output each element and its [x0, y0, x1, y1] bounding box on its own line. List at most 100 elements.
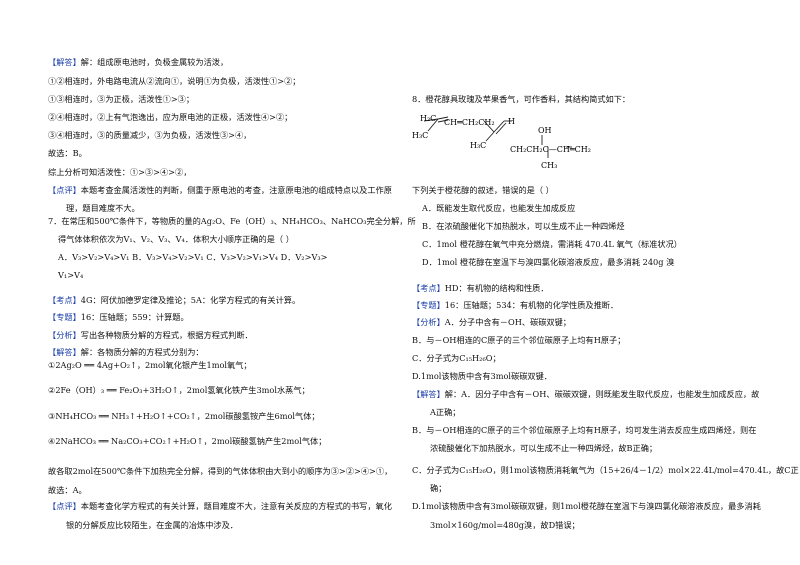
section-tag: 【考点】	[412, 283, 445, 293]
line-text: 本题考查金属活泼性的判断，侧重于原电池的考查，注意原电池的组成特点以及工作原	[80, 185, 392, 195]
left-line: 故选：A。	[48, 486, 87, 494]
right-line: 3mol×160g/mol=480g溴，故D错误；	[430, 521, 580, 529]
svg-text:H: H	[508, 117, 515, 126]
left-line: 得气体体积依次为V₁、V₂、V₃、V₄．体积大小顺序正确的是（ ）	[58, 235, 294, 243]
left-line: 【点评】本题考查化学方程式的有关计算，题目难度不大，注意有关反应的方程式的书写，…	[48, 502, 392, 510]
line-text: A．分子中含有－OH、碳碳双键；	[444, 317, 571, 327]
line-text: ①②相连时，外电路电流从②流向①，说明①为负极，活泼性①>②；	[48, 76, 301, 86]
left-line: ②2Fe（OH）₃ ══ Fe₂O₃+3H₂O↑，2mol氢氧化铁产生3mol水…	[48, 386, 310, 394]
left-line: ①②相连时，外电路电流从②流向①，说明①为负极，活泼性①>②；	[48, 77, 301, 85]
line-text: 16：压轴题；559：计算题。	[80, 312, 189, 322]
left-line: ①③相连时，③为正极，活泼性①>③；	[48, 95, 194, 103]
line-text: B．在浓硫酸催化下加热脱水，可以生成不止一种四烯烃	[422, 221, 625, 231]
line-text: 解：各物质分解的方程式分别为：	[80, 347, 204, 357]
line-text: A．V₃>V₂>V₄>V₁ B．V₃>V₄>V₂>V₁ C．V₃>V₂>V₁>V…	[58, 252, 328, 262]
section-tag: 【点评】	[48, 185, 81, 195]
line-text: 综上分析可知活泼性：①>③>④>②，	[48, 167, 192, 177]
line-text: C．分子式为C₁₅H₂₆O；	[412, 353, 501, 363]
svg-text:CH₂CH₂C—CH═CH₂: CH₂CH₂C—CH═CH₂	[510, 145, 591, 154]
right-line: D.1mol该物质中含有3mol碳碳双键，则1mol橙花醇在室温下与溴四氯化碳溶…	[412, 502, 761, 510]
right-line: 浓硫酸催化下加热脱水，可以生成不止一种四烯烃，故B正确；	[430, 444, 657, 452]
left-line: 理，题目难度不大。	[66, 204, 140, 212]
section-tag: 【点评】	[48, 501, 81, 511]
left-line: ①2Ag₂O ══ 4Ag+O₂↑，2mol氧化银产生1mol氧气；	[48, 361, 252, 369]
line-text: ④2NaHCO₃ ══ Na₂CO₃+CO₂↑+H₂O↑，2mol碳酸氢钠产生2…	[48, 436, 327, 446]
line-text: ①③相连时，③为正极，活泼性①>③；	[48, 94, 195, 104]
right-line: C．分子式为C₁₅H₂₆O；	[412, 354, 501, 362]
section-tag: 【解答】	[48, 347, 81, 357]
right-line: D．1mol 橙花醇在室温下与溴四氯化碳溶液反应，最多消耗 240g 溴	[422, 258, 674, 266]
right-line: 【专题】16：压轴题；534：有机物的化学性质及推断．	[412, 301, 618, 309]
line-text: D.1mol该物质中含有3mol碳碳双键．	[412, 371, 552, 381]
line-text: 浓硫酸催化下加热脱水，可以生成不止一种四烯烃，故B正确；	[430, 443, 658, 453]
section-tag: 【解答】	[412, 389, 445, 399]
right-line: B．在浓硫酸催化下加热脱水，可以生成不止一种四烯烃	[422, 222, 625, 230]
left-line: 【解答】解：各物质分解的方程式分别为：	[48, 348, 204, 356]
line-text: 确；	[430, 483, 447, 493]
line-text: V₁>V₄	[58, 270, 84, 280]
line-text: 故选：B。	[48, 148, 87, 158]
left-line: 故选：B。	[48, 149, 87, 157]
line-text: 银的分解反应比较陌生，在金属的冶炼中涉及．	[66, 520, 238, 530]
right-line: 【解答】解：A．因分子中含有－OH、碳碳双键，则既能发生取代反应，也能发生加成反…	[412, 390, 759, 398]
left-line: A．V₃>V₂>V₄>V₁ B．V₃>V₄>V₂>V₁ C．V₃>V₂>V₁>V…	[58, 253, 328, 261]
section-tag: 【考点】	[48, 295, 81, 305]
line-text: ②2Fe（OH）₃ ══ Fe₂O₃+3H₂O↑，2mol氢氧化铁产生3mol水…	[48, 385, 310, 395]
left-line: 【专题】16：压轴题；559：计算题。	[48, 313, 189, 321]
line-text: 7．在常压和500℃条件下，等物质的量的Ag₂O、Fe（OH）₃、NH₄HCO₃…	[48, 216, 416, 226]
line-text: ③④相连时，③的质量减少，③为负极，活泼性③>④，	[48, 130, 252, 140]
line-text: 故各取2mol在500℃条件下加热完全分解，得到的气体体积由大到小的顺序为③>②…	[48, 466, 393, 476]
line-text: C．分子式为C₁₅H₂₆O，则1mol该物质消耗氧气为（15+26/4－1/2）…	[412, 465, 799, 475]
right-line: C．1mol 橙花醇在氧气中充分燃烧，需消耗 470.4L 氧气（标准状况）	[422, 240, 682, 248]
line-text: D.1mol该物质中含有3mol碳碳双键，则1mol橙花醇在室温下与溴四氯化碳溶…	[412, 501, 761, 511]
svg-text:OH: OH	[538, 126, 552, 135]
left-line: V₁>V₄	[58, 271, 83, 279]
section-tag: 【专题】	[48, 312, 81, 322]
right-line: 8．橙花醇具玫瑰及苹果香气，可作香料，其结构简式如下：	[412, 95, 630, 103]
line-text: ②④相连时，②上有气泡逸出，应为原电池的正极，活泼性④>②；	[48, 112, 293, 122]
section-tag: 【分析】	[48, 330, 81, 340]
left-line: 故各取2mol在500℃条件下加热完全分解，得到的气体体积由大到小的顺序为③>②…	[48, 467, 392, 475]
left-line: 7．在常压和500℃条件下，等物质的量的Ag₂O、Fe（OH）₃、NH₄HCO₃…	[48, 217, 416, 225]
line-text: 理，题目难度不大。	[66, 203, 140, 213]
line-text: 故选：A。	[48, 485, 87, 495]
line-text: 解：组成原电池时，负极金属较为活泼，	[80, 57, 229, 67]
left-line: 【解答】解：组成原电池时，负极金属较为活泼，	[48, 58, 228, 66]
line-text: B．与－OH相连的C原子的三个邻位碳原子上均有H原子，均可发生消去反应生成四烯烃…	[412, 425, 757, 435]
line-text: A．既能发生取代反应，也能发生加成反应	[422, 203, 576, 213]
right-line: B．与－OH相连的C原子的三个邻位碳原子上均有H原子，均可发生消去反应生成四烯烃…	[412, 426, 756, 434]
line-text: 4G：阿伏加德罗定律及推论；5A：化学方程式的有关计算。	[80, 295, 301, 305]
right-line: 【考点】HD：有机物的结构和性质．	[412, 284, 549, 292]
svg-text:CH₃: CH₃	[541, 161, 557, 170]
left-line: ④2NaHCO₃ ══ Na₂CO₃+CO₂↑+H₂O↑，2mol碳酸氢钠产生2…	[48, 437, 326, 445]
line-text: 8．橙花醇具玫瑰及苹果香气，可作香料，其结构简式如下：	[412, 94, 631, 104]
line-text: 写出各种物质分解的方程式，根据方程式判断．	[80, 330, 253, 340]
left-line: ②④相连时，②上有气泡逸出，应为原电池的正极，活泼性④>②；	[48, 113, 292, 121]
left-line: 银的分解反应比较陌生，在金属的冶炼中涉及．	[66, 521, 238, 529]
right-line: D.1mol该物质中含有3mol碳碳双键．	[412, 372, 552, 380]
line-text: 3mol×160g/mol=480g溴，故D错误；	[430, 520, 580, 530]
line-text: D．1mol 橙花醇在室温下与溴四氯化碳溶液反应，最多消耗 240g 溴	[422, 257, 675, 267]
right-line: B．与－OH相连的C原子的三个邻位碳原子上均有H原子；	[412, 336, 625, 344]
line-text: ③NH₄HCO₃ ══ NH₃↑+H₂O↑+CO₂↑，2mol碳酸氢铵产生6mo…	[48, 411, 320, 421]
left-line: 【分析】写出各种物质分解的方程式，根据方程式判断．	[48, 331, 253, 339]
right-line: 确；	[430, 484, 446, 492]
right-line: A．既能发生取代反应，也能发生加成反应	[422, 204, 575, 212]
left-line: ③④相连时，③的质量减少，③为负极，活泼性③>④，	[48, 131, 251, 139]
right-line: A正确；	[430, 408, 460, 416]
line-text: B．与－OH相连的C原子的三个邻位碳原子上均有H原子；	[412, 335, 626, 345]
right-line: C．分子式为C₁₅H₂₆O，则1mol该物质消耗氧气为（15+26/4－1/2）…	[412, 466, 799, 474]
svg-text:H₃C: H₃C	[470, 141, 486, 150]
line-text: 本题考查化学方程式的有关计算，题目难度不大，注意有关反应的方程式的书写，氧化	[80, 501, 392, 511]
line-text: 下列关于橙花醇的叙述，错误的是（ ）	[412, 185, 554, 195]
left-line: ③NH₄HCO₃ ══ NH₃↑+H₂O↑+CO₂↑，2mol碳酸氢铵产生6mo…	[48, 412, 320, 420]
svg-text:CH═CH₂CH₂: CH═CH₂CH₂	[444, 118, 495, 127]
line-text: HD：有机物的结构和性质．	[444, 283, 549, 293]
left-line: 【点评】本题考查金属活泼性的判断，侧重于原电池的考查，注意原电池的组成特点以及工…	[48, 186, 392, 194]
section-tag: 【解答】	[48, 57, 81, 67]
section-tag: 【专题】	[412, 300, 445, 310]
line-text: 解：A．因分子中含有－OH、碳碳双键，则既能发生取代反应，也能发生加成反应，故	[444, 389, 760, 399]
line-text: ①2Ag₂O ══ 4Ag+O₂↑，2mol氧化银产生1mol氧气；	[48, 360, 252, 370]
left-line: 【考点】4G：阿伏加德罗定律及推论；5A：化学方程式的有关计算。	[48, 296, 300, 304]
svg-text:H₃C: H₃C	[412, 131, 428, 140]
